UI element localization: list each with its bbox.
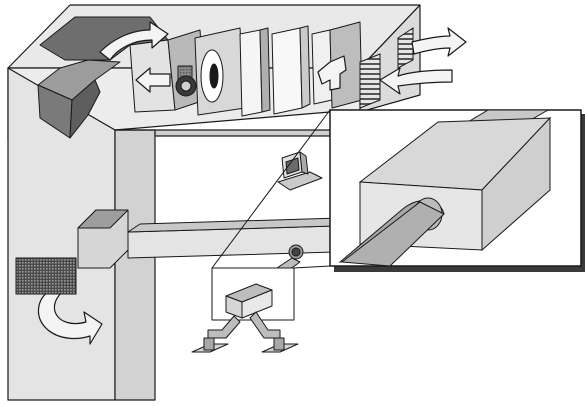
arrow-return-grille-flow [37,289,103,345]
grille-icon [15,257,77,295]
intake-louver [359,53,381,109]
terminal-box-icon [191,267,299,353]
left-column-side [114,129,156,401]
fan-icon [175,27,246,116]
filter-icon [239,25,333,117]
arrow-return-to-ahu [99,21,169,61]
arrow-exhaust-out [411,27,467,57]
arrow-fan-discharge [135,67,171,93]
magnify-inset [211,109,585,272]
computer-icon [277,151,323,191]
duct-elbow [77,209,129,269]
arrow-mixing [317,55,347,91]
exhaust-louver [397,27,414,69]
ceiling-plenum-edge [114,129,331,137]
arrow-outside-air-in [379,67,453,95]
